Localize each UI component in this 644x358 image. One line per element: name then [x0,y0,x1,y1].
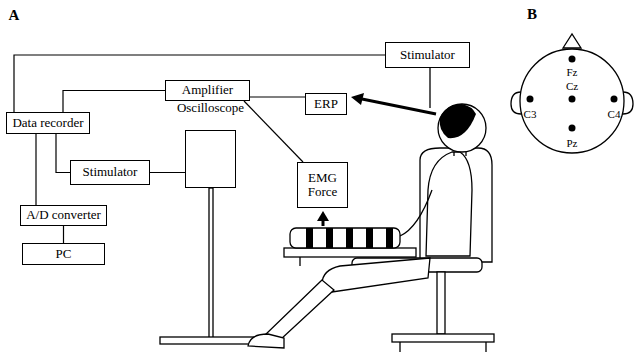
box-label: Oscilloscope [175,101,246,115]
data-recorder-box: Data recorder [6,112,90,134]
band [326,228,333,248]
box-label: EMG Force [298,171,347,200]
chair-post [437,272,445,334]
connector-line [56,134,70,173]
erp-box: ERP [305,93,347,115]
armrest-support [299,257,300,266]
chair-base [392,334,494,342]
connector-line [35,134,36,205]
electrodes [527,56,618,132]
pc-box: PC [22,243,105,265]
stimulator-box: Stimulator [70,160,150,185]
neck [465,152,466,156]
neck [453,152,454,156]
amplifier-box: Amplifier [165,80,250,101]
box-label: PC [54,247,74,261]
upper-arm [400,190,432,236]
chair-foot [399,342,400,352]
band [386,228,393,248]
converter-box: A/D converter [20,205,107,226]
electrode-dot [527,96,534,103]
arrowhead [317,211,329,221]
illustration-strokes [160,68,494,352]
electrode-label: Pz [567,138,578,149]
electrode-dot [611,96,618,103]
band [306,228,313,248]
torso [426,152,472,256]
thigh [322,258,430,292]
connector-line [63,91,165,113]
forearm-restraint [290,228,400,248]
connector-line [63,226,64,243]
electrode-label: C4 [608,109,621,120]
head [438,104,486,152]
connector-line [244,101,303,162]
electrode-dot [569,125,576,132]
panel-letter: A [9,8,20,23]
connector [63,226,64,243]
restraint-bands [306,228,393,248]
connector-line [150,172,185,173]
connector [150,172,185,173]
nose [563,34,581,48]
arrowhead [351,93,364,105]
chair-back [420,148,492,262]
signal-arrow [362,99,436,114]
band [366,228,373,248]
box-label: Amplifier [180,83,235,97]
stimulator-lead [429,68,430,108]
electrode-dot [569,96,576,103]
scope-stand [209,188,213,338]
connector [244,101,303,162]
electrode-dot [569,56,576,63]
box-label: ERP [312,97,340,111]
box-label: Data recorder [10,116,85,130]
connector [36,134,37,205]
head-outline [520,49,624,153]
oscilloscope-screen: Oscilloscope [185,130,236,188]
shin [266,280,334,340]
foot [248,334,284,348]
emg-force-box: EMG Force [297,162,348,208]
panel-letter: B [527,7,537,22]
connector-line [250,96,305,97]
box-label: Stimulator [398,48,457,62]
scalp-map [511,34,633,153]
band [346,228,353,248]
stimulator-box: Stimulator [385,42,470,68]
connector [63,91,165,113]
armrest [284,248,416,257]
box-label: Stimulator [81,165,140,179]
electrode-cap [440,104,476,138]
box-label: A/D converter [24,208,103,222]
electrode-label: Cz [566,81,578,92]
connector [56,134,70,173]
chair-foot [485,342,486,352]
connector [250,97,305,98]
electrode-label: C3 [524,109,537,120]
electrode-label: Fz [567,67,578,78]
